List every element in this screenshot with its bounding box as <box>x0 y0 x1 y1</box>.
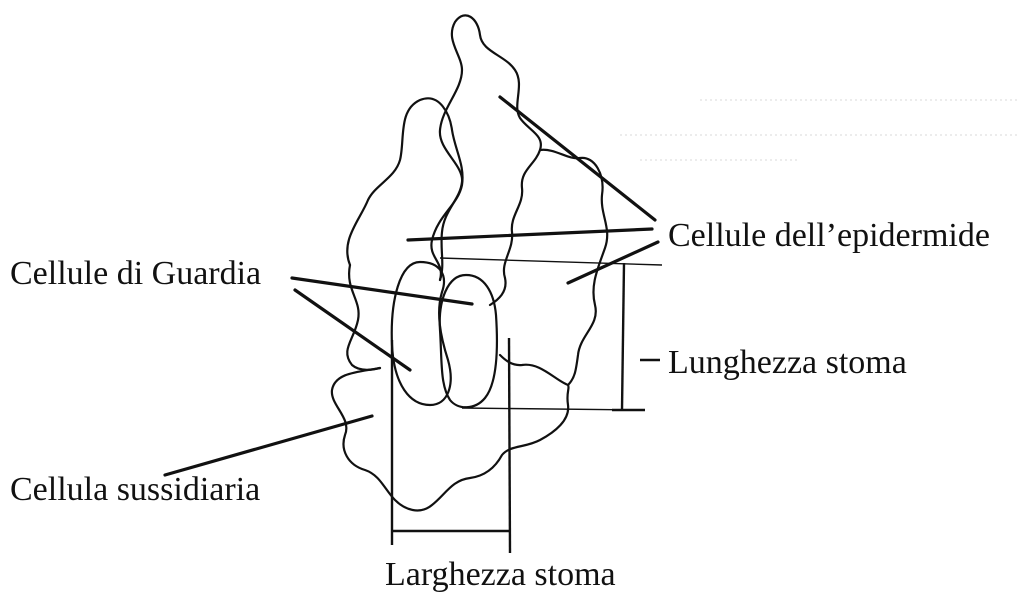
epidermal-cell-left <box>347 98 462 280</box>
bleed-through-marks <box>620 100 1020 160</box>
epidermis-leader-1 <box>500 97 655 220</box>
guard-cell-right <box>440 275 497 407</box>
subsidiary-leader <box>165 416 372 475</box>
guard-cell-left <box>392 262 451 405</box>
label-epidermal-cells: Cellule dell’epidermide <box>668 217 990 254</box>
label-subsidiary-cell: Cellula sussidiaria <box>10 471 260 508</box>
length-top-reference <box>440 258 662 265</box>
epidermal-cell-center <box>440 15 541 305</box>
label-stoma-width: Larghezza stoma <box>385 556 616 593</box>
epidermis-leader-2 <box>408 229 652 240</box>
length-measure-bar <box>622 263 624 410</box>
epidermal-cell-left-lower <box>347 265 380 370</box>
label-stoma-length: Lunghezza stoma <box>668 344 907 381</box>
epidermal-cell-right <box>540 150 607 385</box>
width-right-reference <box>509 338 510 553</box>
label-guard-cells: Cellule di Guardia <box>10 255 261 292</box>
